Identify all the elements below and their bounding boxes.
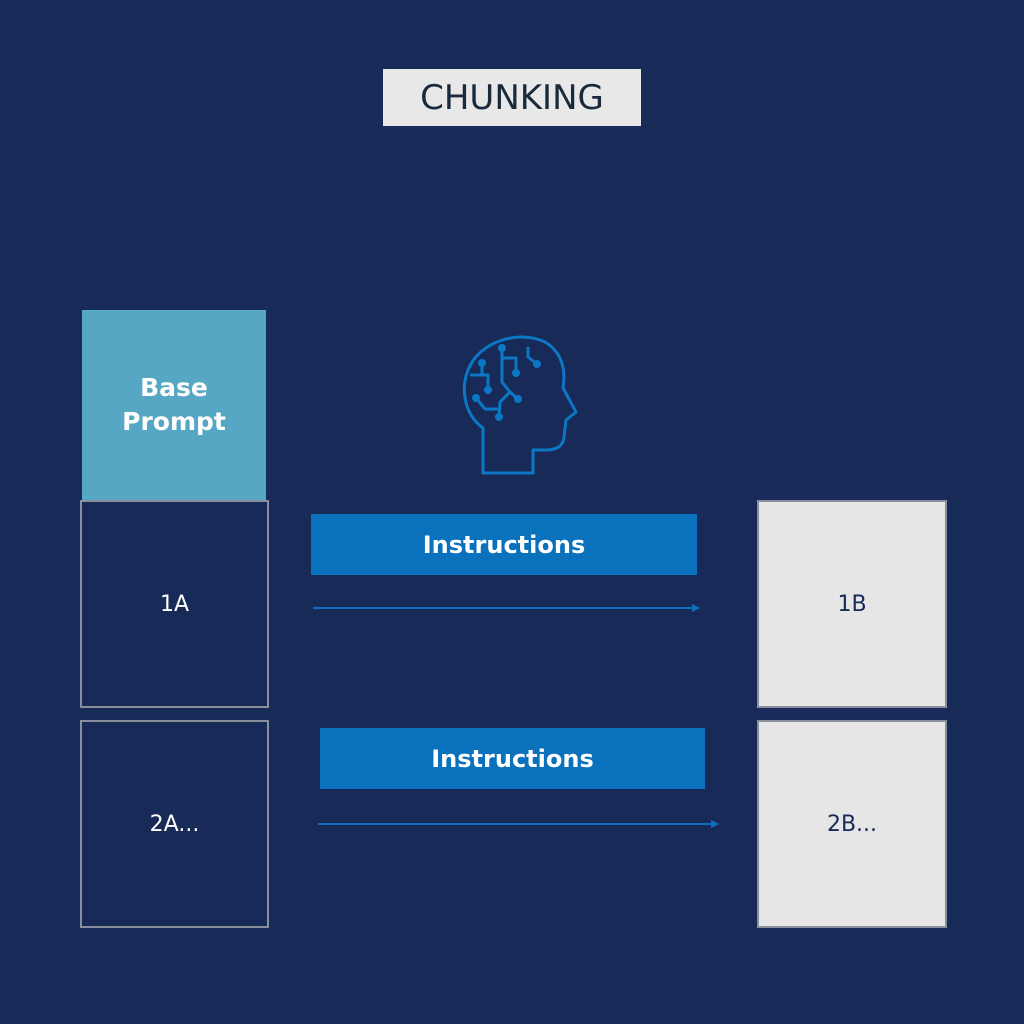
- chunk-2a-box: 2A...: [80, 720, 269, 928]
- diagram-title: CHUNKING: [383, 69, 641, 126]
- instructions-label-2: Instructions: [320, 728, 705, 789]
- arrow-2: [318, 820, 719, 828]
- output-1b-box: 1B: [757, 500, 947, 708]
- chunk-1a-box: 1A: [80, 500, 269, 708]
- base-prompt-box: Base Prompt: [82, 310, 266, 500]
- arrow-1: [313, 604, 700, 612]
- instructions-label-1: Instructions: [311, 514, 697, 575]
- ai-head-icon: [462, 335, 578, 475]
- output-2b-box: 2B...: [757, 720, 947, 928]
